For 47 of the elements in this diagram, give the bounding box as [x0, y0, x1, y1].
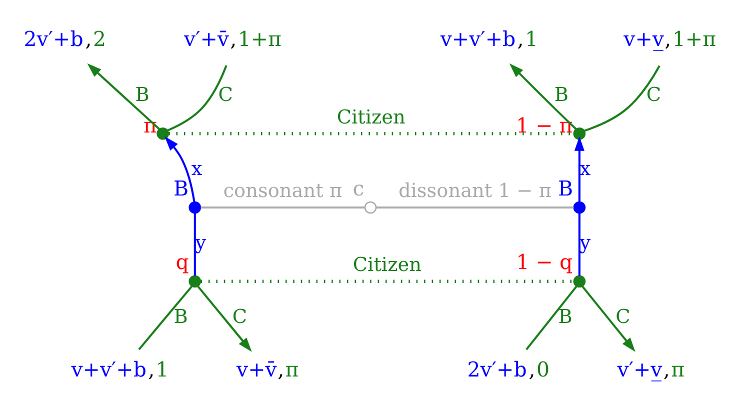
connector: [578, 212, 580, 276]
node-text: v′+v̲,π: [617, 356, 685, 381]
edge-label: B: [554, 82, 569, 106]
connector: [194, 212, 196, 276]
connector: [526, 285, 578, 350]
node-text: 2v′+b,0: [467, 356, 550, 381]
arrow: [574, 136, 584, 202]
edge-label: B: [135, 82, 150, 106]
edge-label: consonant π: [223, 178, 342, 202]
node-label: c: [352, 176, 364, 200]
node-text: 2v′+b,2: [24, 26, 106, 50]
node-label: 1 − q: [516, 250, 573, 274]
arrow: [582, 285, 636, 352]
edge-label: C: [232, 304, 248, 328]
connector: [584, 64, 660, 132]
node-circle: [364, 200, 377, 214]
node-text: v+v̲,1+π: [624, 26, 716, 50]
edge-label: C: [646, 82, 662, 106]
edge-label: B: [174, 304, 188, 328]
node-circle: [156, 126, 170, 140]
edge-label: B: [558, 304, 572, 328]
arrow: [509, 62, 577, 130]
edge-label: Citizen: [336, 104, 406, 128]
edge-label: x: [191, 156, 202, 180]
node-text: v+v′+b,1: [71, 356, 169, 381]
edge-label: C: [616, 304, 630, 328]
node-label: B: [173, 176, 189, 200]
connector: [167, 64, 228, 131]
node-text: v′+v̄,1+π: [184, 26, 282, 50]
node-label: q: [176, 250, 189, 274]
connector: [138, 285, 192, 350]
arrow: [197, 285, 252, 352]
edge-label: C: [218, 82, 234, 106]
node-circle: [573, 126, 586, 140]
node-text: v+v′+b,1: [440, 26, 538, 50]
node-circle: [188, 200, 202, 214]
edge-label: Citizen: [352, 252, 422, 276]
connector: [376, 206, 574, 208]
arrow: [87, 62, 160, 130]
edge-label: dissonant 1 − π: [398, 178, 552, 202]
arrow: [164, 136, 196, 202]
node-circle: [573, 274, 586, 288]
node-circle: [188, 274, 202, 288]
connector: [200, 206, 365, 208]
node-text: v+v̄,π: [236, 356, 299, 381]
node-label: B: [558, 176, 574, 200]
node-circle: [573, 200, 586, 214]
